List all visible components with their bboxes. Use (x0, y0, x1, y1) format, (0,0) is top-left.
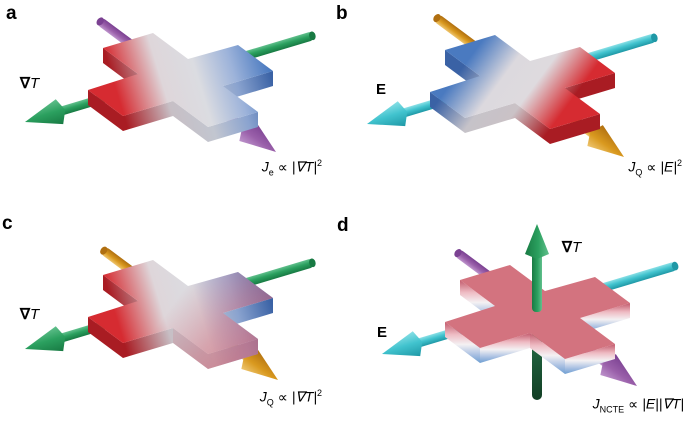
grad-t-label-d: ∇T (562, 239, 582, 256)
panel-b (342, 0, 684, 212)
grad-t-label-c: ∇T (20, 306, 40, 323)
panel-letter-c: c (2, 213, 13, 234)
nabla-symbol: ∇ (562, 239, 573, 256)
formula-b: JQ∝|E|2 (628, 158, 682, 178)
nabla-symbol: ∇ (20, 75, 31, 92)
panel-d-illustration (382, 224, 679, 400)
panel-a (0, 0, 342, 212)
panel-letter-b: b (336, 3, 348, 24)
grad-t-label-a: ∇T (20, 75, 40, 92)
formula-a: Je∝|∇T|2 (261, 158, 322, 178)
nabla-symbol: ∇ (20, 306, 31, 323)
e-field-label-d: E (377, 324, 388, 341)
formula-c: JQ∝|∇T|2 (259, 388, 322, 408)
panel-letter-d: d (337, 215, 349, 236)
panel-c (0, 212, 342, 424)
e-field-label-b: E (376, 81, 387, 98)
formula-d: JNCTE∝|E||∇T| (592, 395, 684, 415)
panel-c-illustration (25, 246, 316, 380)
panel-letter-a: a (6, 3, 17, 24)
panel-a-illustration (25, 17, 316, 152)
cross-sample (88, 260, 273, 369)
temperature-gradient-arrow-up-green (525, 224, 549, 312)
cross-sample (88, 33, 273, 142)
cross-sample (430, 35, 615, 144)
panel-d (342, 212, 684, 424)
panel-b-illustration (367, 14, 658, 157)
